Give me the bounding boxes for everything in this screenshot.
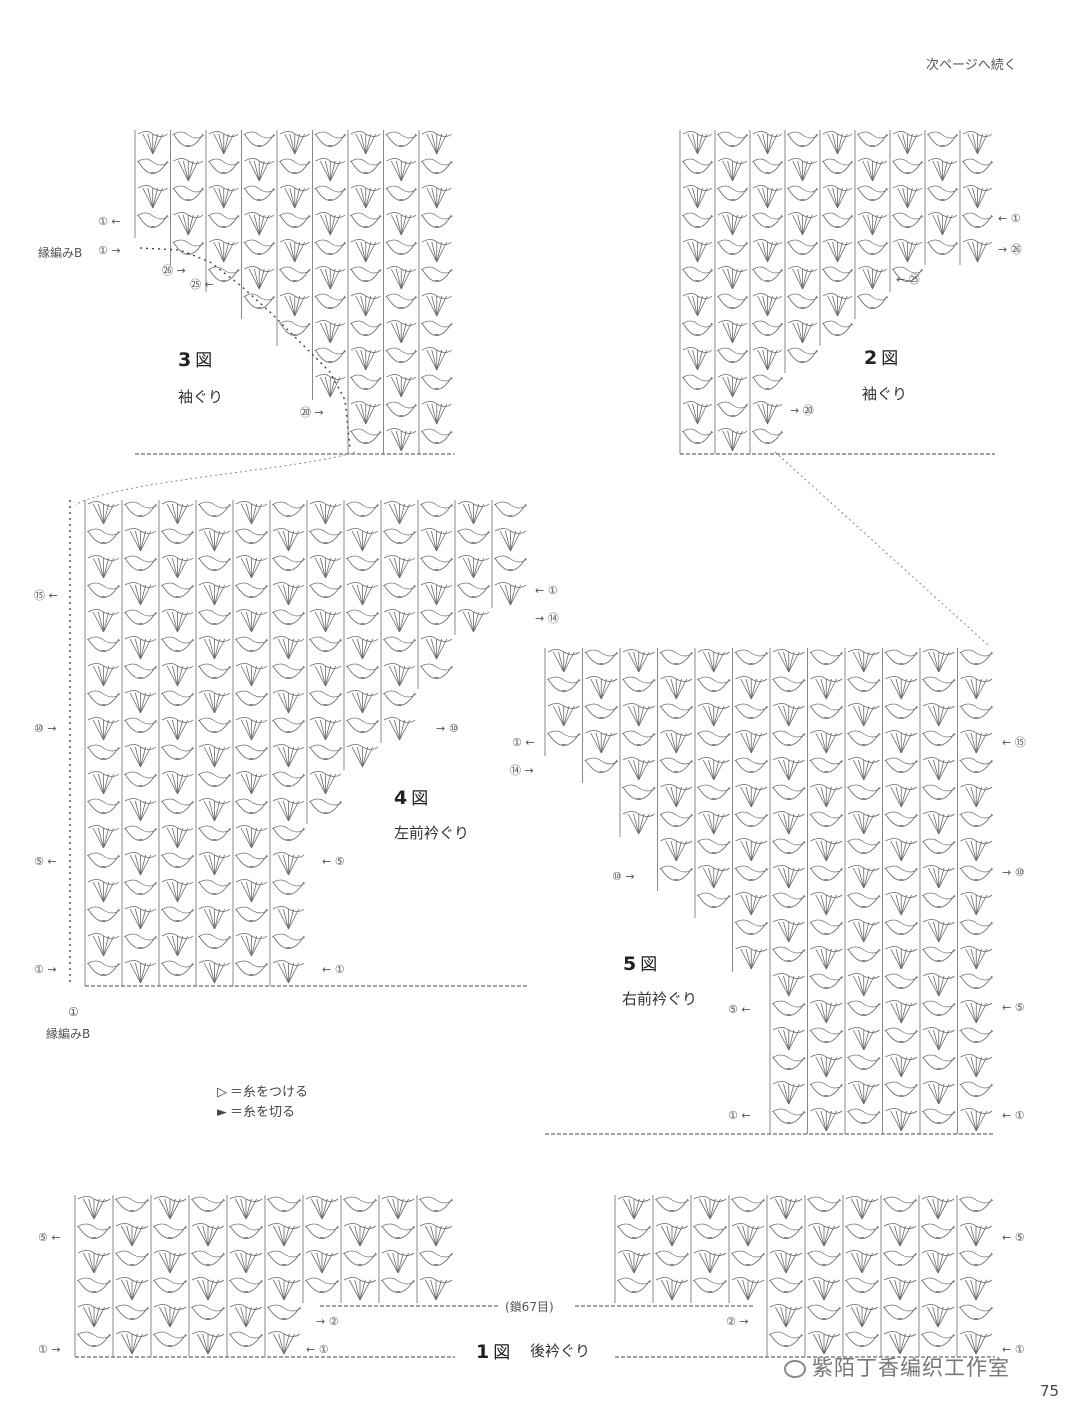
row-marker: ① → (38, 1343, 61, 1356)
row-marker: ← ① (1002, 1343, 1025, 1356)
row-marker: ㉕ ← (190, 278, 214, 291)
edging-label-fig4: 縁編みB (46, 1027, 91, 1041)
cut-yarn-icon: ► (217, 1105, 227, 1120)
legend-cut-yarn: ►＝糸を切る (214, 1101, 295, 1120)
fig5-word: 図 (640, 955, 658, 975)
row-marker: → ② (316, 1315, 339, 1328)
fig5-chart (544, 648, 995, 1135)
fig1-right-chart (614, 1195, 995, 1358)
fig1-word: 図 (493, 1343, 511, 1363)
fig2-number: 2 (864, 347, 878, 369)
row-marker: ← ① (306, 1343, 329, 1356)
row-marker: ← ① (1002, 1109, 1025, 1122)
connector-2-to-5 (774, 451, 989, 646)
page-number: 75 (1040, 1382, 1060, 1400)
row-marker: ← ① (998, 212, 1021, 225)
legend-attach-text: ＝糸をつける (230, 1085, 309, 1100)
fig3-chart (134, 130, 455, 455)
fig3-number: 3 (178, 349, 192, 371)
fig4-title: 左前衿ぐり (394, 824, 470, 842)
legend-cut-text: ＝糸を切る (230, 1105, 296, 1120)
watermark-text: 紫陌丁香编织工作室 (812, 1356, 1010, 1380)
fig2-chart (679, 130, 995, 455)
row-marker: ⑤ ← (38, 1231, 61, 1244)
row-marker: ① (68, 1005, 79, 1019)
watermark: 紫陌丁香编织工作室 (784, 1352, 1010, 1382)
stitch-grids (69, 130, 995, 1358)
row-marker: ← ① (322, 963, 345, 976)
row-marker: ← ㉕ (896, 273, 920, 286)
row-marker: → ⑭ (535, 612, 559, 625)
fig5-title: 右前衿ぐり (622, 990, 698, 1008)
row-marker: → ⑳ (790, 404, 814, 417)
row-marker: ← ⑤ (1002, 1001, 1025, 1014)
fig4-number: 4 (394, 787, 408, 809)
row-marker: ← ⑤ (1002, 1231, 1025, 1244)
attach-yarn-icon: ▷ (217, 1085, 227, 1100)
row-marker: ← ⑮ (1002, 736, 1026, 749)
row-marker: ⑩ → (612, 870, 635, 883)
row-marker: ⑤ ← (728, 1003, 751, 1016)
row-marker: ① → (98, 244, 121, 257)
row-marker: → ⑩ (436, 722, 459, 735)
connector-3-to-4 (74, 451, 356, 506)
fig4-word: 図 (411, 789, 429, 809)
fig2-word: 図 (881, 349, 899, 369)
row-marker: ⑮ ← (34, 589, 58, 602)
row-marker: ⑩ → (34, 722, 57, 735)
row-marker: ⑳ → (300, 406, 324, 419)
fig1-number: 1 (476, 1341, 490, 1363)
legend-attach-yarn: ▷＝糸をつける (214, 1081, 308, 1100)
row-marker: ← ① (535, 584, 558, 597)
row-marker: ⑤ ← (34, 855, 57, 868)
chain-count-label: (鎖67目) (505, 1300, 554, 1314)
row-marker: ② → (726, 1315, 749, 1328)
continue-note: 次ページへ続く (926, 58, 1017, 73)
fig3-word: 図 (195, 351, 213, 371)
row-marker: ① → (34, 963, 57, 976)
row-marker: ㉖ → (162, 264, 186, 277)
wechat-icon (784, 1360, 806, 1378)
row-marker: ⑭ → (510, 764, 534, 777)
row-marker: ① ← (728, 1109, 751, 1122)
row-marker: ① ← (98, 215, 121, 228)
row-marker: ① ← (512, 736, 535, 749)
fig1-left-chart (74, 1195, 455, 1358)
fig5-number: 5 (623, 953, 637, 975)
fig1-title: 後衿ぐり (530, 1342, 591, 1360)
row-marker: → ⑩ (1002, 866, 1025, 879)
fig3-title: 袖ぐり (178, 388, 224, 406)
dotted-connectors (74, 451, 989, 646)
row-marker: → ㉖ (998, 243, 1022, 256)
fig4-chart (84, 500, 529, 987)
fig3-edging (139, 247, 351, 449)
fig2-title: 袖ぐり (862, 385, 908, 403)
row-marker: ← ⑤ (322, 855, 345, 868)
edging-label-fig3: 縁編みB (38, 246, 83, 260)
